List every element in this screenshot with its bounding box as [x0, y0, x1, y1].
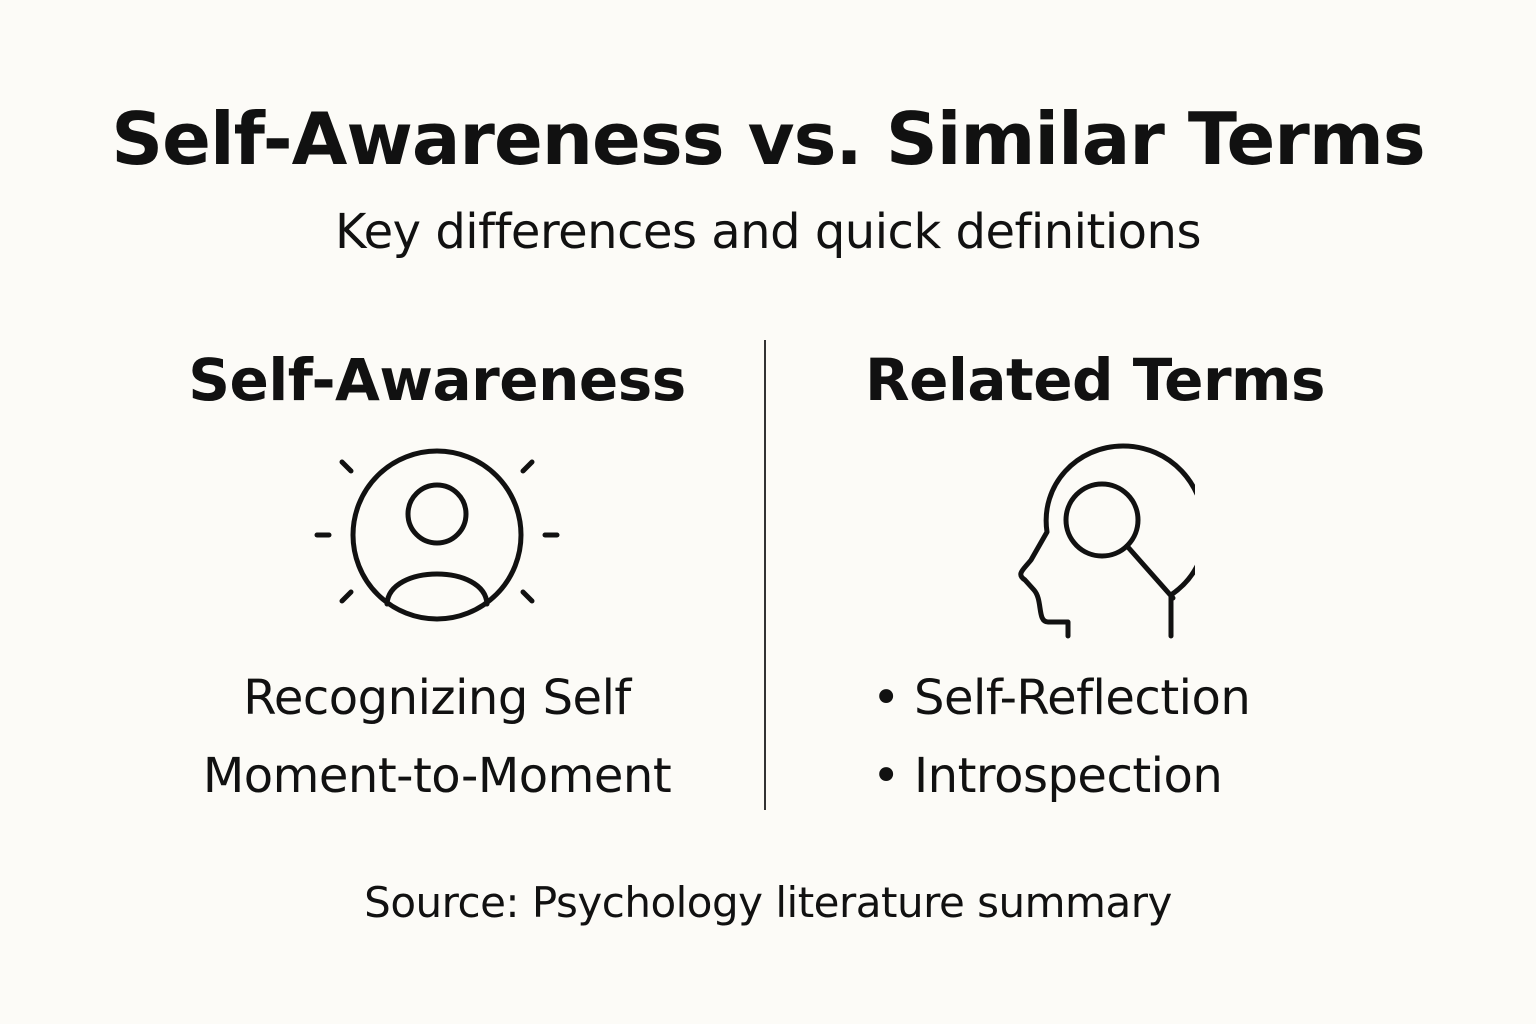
source-note: Source: Psychology literature summary — [364, 878, 1172, 927]
related-terms-list: • Self-Reflection • Introspection — [870, 670, 1251, 826]
page-title: Self-Awareness vs. Similar Terms — [111, 97, 1425, 181]
person-in-circle-icon — [307, 440, 567, 634]
self-awareness-heading: Self-Awareness — [188, 346, 686, 414]
related-terms-heading: Related Terms — [864, 346, 1326, 414]
list-item: • Introspection — [870, 748, 1250, 826]
list-item: • Self-Reflection — [870, 670, 1251, 748]
head-magnifier-icon — [995, 440, 1208, 644]
term-label: Introspection — [914, 748, 1223, 804]
page-subtitle: Key differences and quick definitions — [335, 204, 1201, 260]
term-label: Self-Reflection — [914, 670, 1251, 726]
bullet: • — [872, 670, 900, 726]
self-awareness-definition-line: Recognizing Self — [243, 670, 631, 726]
column-divider — [764, 340, 766, 810]
related-terms-column: Related Terms • Self-Reflection • Intros… — [770, 340, 1420, 820]
self-awareness-definition-line: Moment-to-Moment — [202, 748, 672, 804]
self-awareness-column: Self-Awareness Recognizing Self Moment-t… — [112, 340, 762, 820]
bullet: • — [872, 748, 900, 804]
